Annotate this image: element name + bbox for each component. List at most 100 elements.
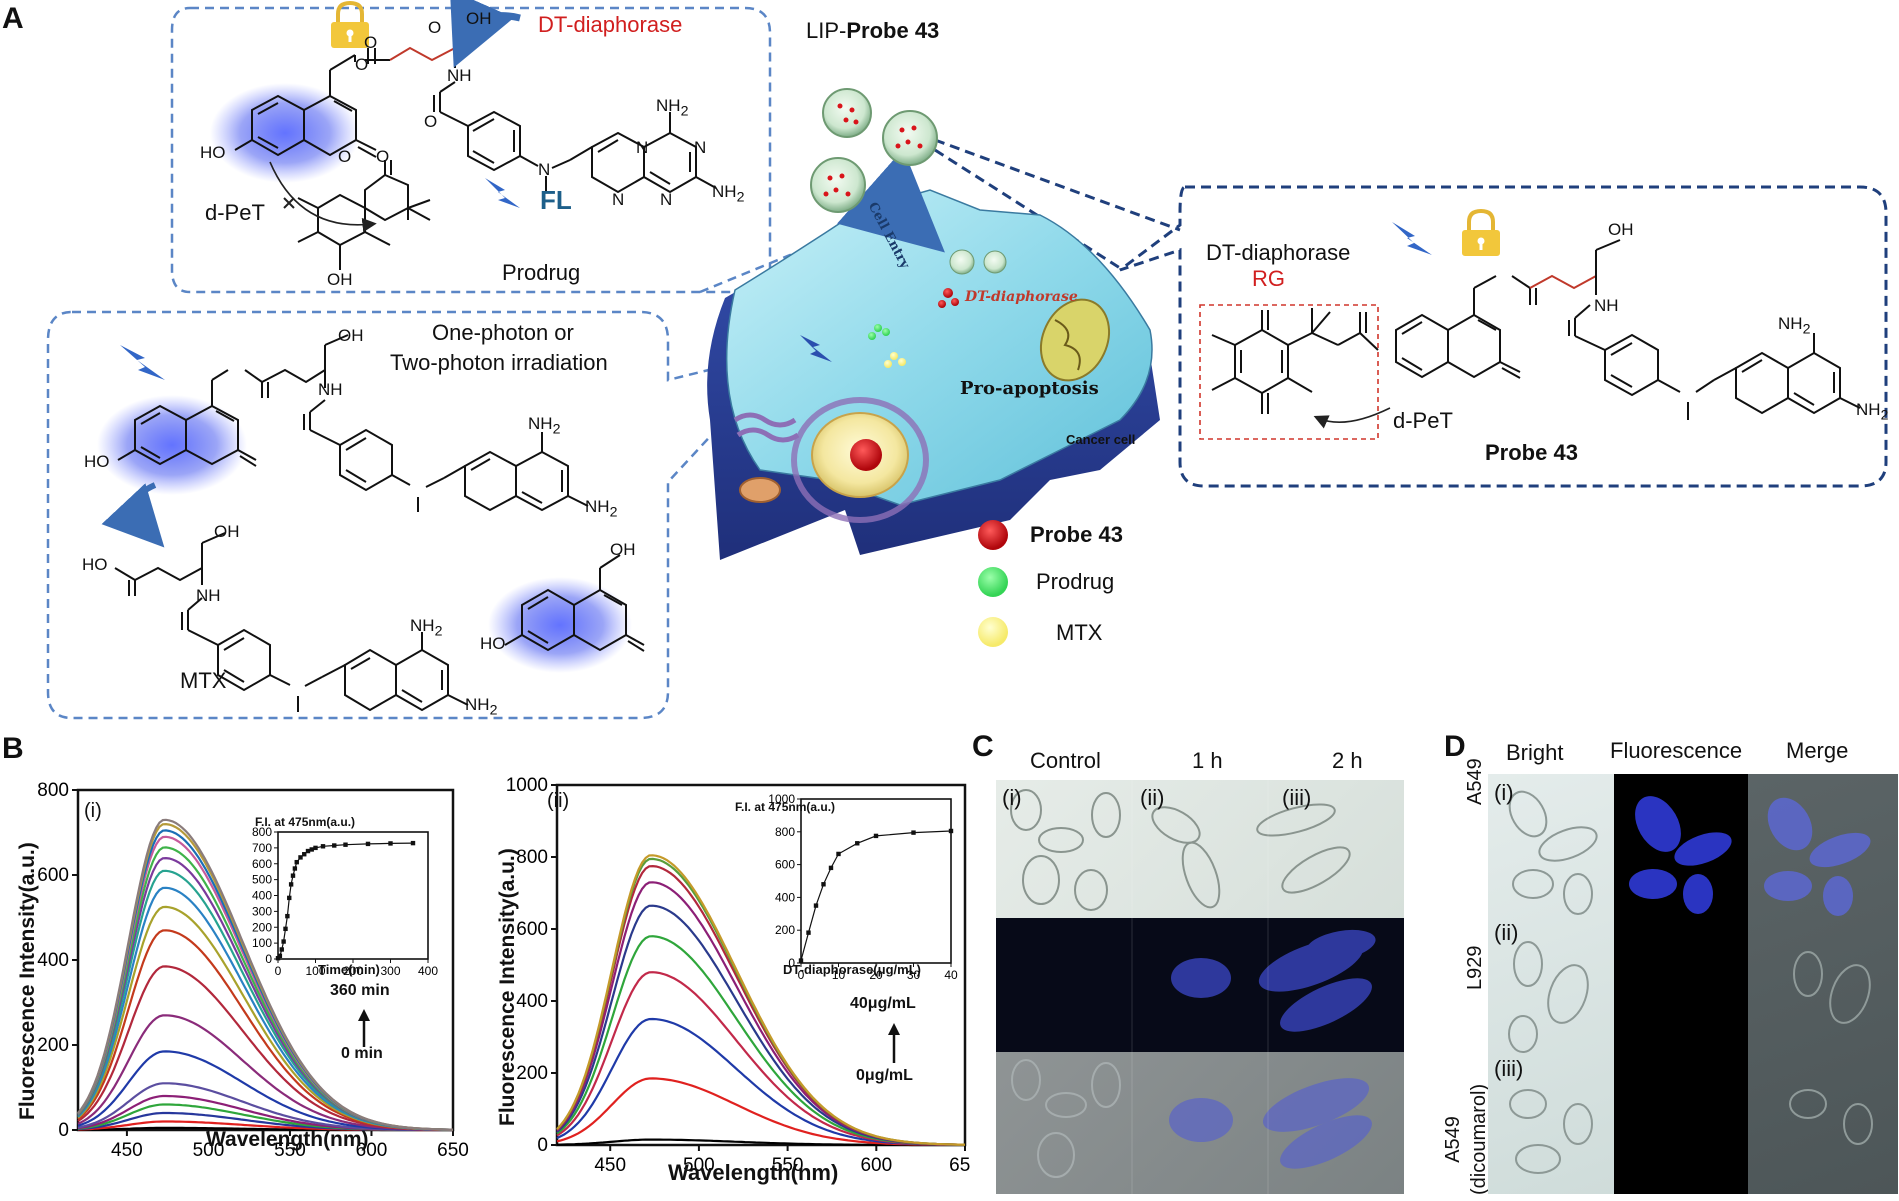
legend-label-probe: Probe 43	[1030, 522, 1123, 547]
inset-point	[290, 873, 296, 878]
inset-y-tick-label: 200	[775, 923, 795, 937]
rg-label: RG	[1252, 266, 1285, 291]
chart-ii-inset-ylabel: F.I. at 475nm(a.u.)	[735, 800, 836, 814]
y-tick-label: 200	[37, 1035, 69, 1056]
atom-label: NH2	[528, 414, 561, 438]
right-box-leader-top	[934, 138, 1181, 232]
inset-point	[855, 841, 860, 846]
panel-d-col-bright: Bright	[1506, 740, 1564, 765]
x-tick-label: 550	[274, 1140, 306, 1161]
inset-y-tick-label: 600	[775, 858, 795, 872]
atom-label: NH2	[656, 96, 689, 120]
inset-point	[828, 865, 834, 871]
lip-probe-title: LIP-Probe 43	[806, 18, 940, 43]
x-tick-label: 450	[594, 1155, 626, 1176]
panel-d-row-a-holder: A549	[1464, 758, 1486, 806]
panel-d-tag-iii: (iii)	[1494, 1056, 1524, 1081]
inset-x-tick-label: 10	[832, 968, 846, 982]
panel-c-col-1h: 1 h	[1192, 748, 1223, 773]
top-box-outline	[170, 6, 772, 294]
inset-point	[281, 939, 286, 944]
plot-frame	[555, 783, 967, 1147]
atom-label: NH	[447, 66, 472, 85]
inset-point	[292, 866, 298, 871]
inset-x-tick-label: 30	[907, 968, 921, 982]
inset-point	[911, 830, 916, 835]
cancer-cell-illustration	[707, 148, 1160, 560]
lock-icon	[331, 0, 369, 48]
panel-c-tag-ii: (ii)	[1140, 785, 1165, 810]
atom-label: NH2	[1856, 400, 1889, 424]
atom-label: NH2	[465, 695, 498, 719]
inset-point	[309, 847, 314, 852]
inset-point	[332, 843, 337, 848]
inset-y-tick-label: 100	[252, 936, 272, 950]
x-tick-label: 500	[683, 1155, 715, 1176]
chart-ii: 4505005506006500200400600800100001020304…	[506, 775, 970, 1176]
chart-i-inset-ylabel: F.I. at 475nm(a.u.)	[255, 815, 356, 829]
y-tick-label: 600	[516, 919, 548, 940]
atom-label: OH	[327, 270, 353, 289]
lightning-icon-left	[120, 345, 165, 380]
atom-label: NH2	[585, 497, 618, 521]
mtx-label: MTX	[180, 668, 227, 693]
inset-point	[302, 852, 307, 857]
chart-i-arrow-top: 360 min	[330, 982, 390, 999]
cancer-cell-label: Cancer cell	[1066, 432, 1136, 447]
atom-label: HO	[200, 143, 226, 162]
x-tick-label: 600	[356, 1140, 388, 1161]
inset-y-tick-label: 0	[265, 952, 272, 966]
panel-d-cells	[1508, 790, 1873, 1174]
atom-label: OH	[214, 522, 240, 541]
y-tick-label: 400	[516, 991, 548, 1012]
panel-letter-b: B	[2, 732, 24, 765]
chart-i-xlabel: Wavelength(nm)	[206, 1128, 369, 1151]
panel-d-tag-ii: (ii)	[1494, 920, 1519, 945]
y-tick-label: 0	[58, 1120, 69, 1141]
panel-d-row-b-holder: L929	[1464, 946, 1486, 991]
inset-y-tick-label: 0	[788, 956, 795, 970]
inset-point	[948, 828, 954, 834]
atom-label: N	[636, 138, 649, 157]
chart-i-ylabel: Fluorescence Intensity(a.u.)	[16, 842, 39, 1120]
atom-label: N	[538, 160, 551, 179]
atom-label: O	[428, 18, 442, 37]
atom-label: OH	[1608, 220, 1634, 239]
inset-frame	[277, 831, 429, 960]
chart-ii-inset-xlabel: DT-diaphorase(μg/mL)	[783, 962, 921, 977]
atom-label: OH	[466, 9, 492, 28]
panel-letter-c: C	[972, 730, 994, 763]
lightning-icon-right	[1392, 222, 1432, 255]
lock-icon-right	[1462, 208, 1500, 256]
atom-label: HO	[480, 634, 506, 653]
atom-label: O	[364, 33, 378, 52]
atom-label: NH2	[712, 182, 745, 206]
panel-c-bright-row	[996, 780, 1404, 918]
prodrug-label: Prodrug	[502, 260, 581, 285]
pro-apoptosis-label: Pro-apoptosis	[960, 378, 1099, 399]
legend-label-mtx: MTX	[1056, 620, 1103, 645]
panel-d-row-b: L929	[1464, 945, 1486, 991]
inset-point	[298, 855, 303, 860]
x-tick-label: 450	[111, 1140, 143, 1161]
cell-enzyme-label: DT-diaphorase	[965, 289, 1078, 305]
inset-y-tick-label: 200	[252, 920, 272, 934]
inset-point	[279, 947, 284, 952]
chart-ii-tag: (ii)	[547, 790, 570, 812]
inset-point	[343, 842, 348, 847]
inset-y-tick-label: 500	[252, 873, 272, 887]
inset-x-tick-label: 20	[869, 968, 883, 982]
top-dpet-label: d-PeT	[205, 200, 265, 225]
panel-letter-a: A	[2, 2, 24, 35]
chart-ii-xlabel: Wavelength(nm)	[668, 1160, 839, 1185]
atom-label: NH2	[410, 616, 443, 640]
x-tick-label: 550	[772, 1155, 804, 1176]
spectrum-series	[77, 818, 454, 1131]
atom-label: NH	[1594, 296, 1619, 315]
atom-label: HO	[82, 555, 108, 574]
x-tick-label: 600	[860, 1155, 892, 1176]
panel-c-cells	[1010, 780, 1376, 1194]
atom-label: O	[338, 147, 352, 166]
panel-d-row-c-holder: A549 (dicoumarol)	[1440, 1084, 1500, 1196]
